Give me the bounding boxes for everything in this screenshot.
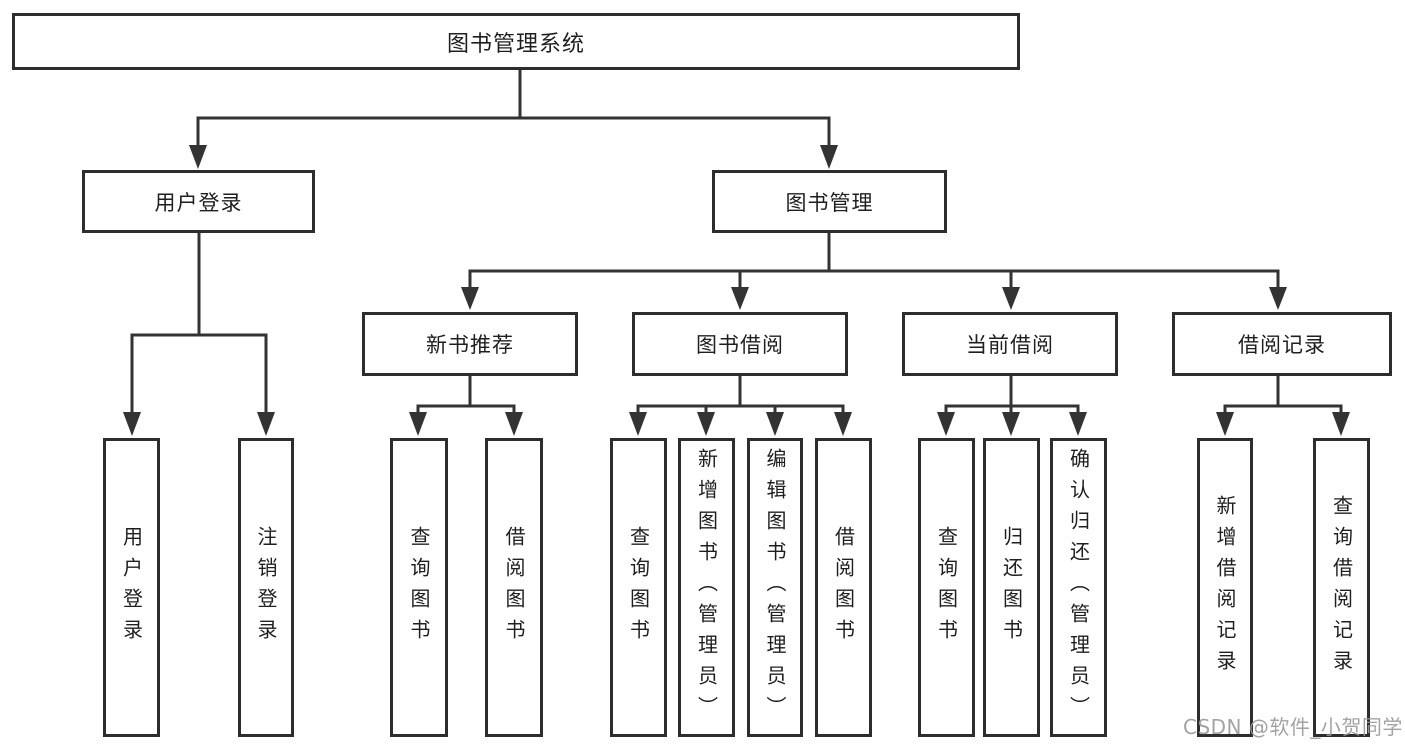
- node-user-login-branch: 用户登录: [82, 170, 315, 233]
- node-new-book-recommend: 新书推荐: [362, 312, 578, 376]
- node-book-borrowing: 图书借阅: [632, 312, 848, 376]
- node-label: 用户登录: [154, 190, 243, 215]
- node-label: 当前借阅: [966, 333, 1054, 357]
- node-label: 编辑图书（管理员）: [763, 448, 787, 727]
- node-label: 用户登录: [119, 525, 144, 650]
- leaf-add-borrow-record: 新增借阅记录: [1197, 438, 1253, 737]
- leaf-return-books: 归还图书: [983, 438, 1040, 737]
- node-label: 借阅图书: [502, 525, 526, 650]
- leaf-logout: 注销登录: [238, 438, 294, 737]
- node-label: 新增图书（管理员）: [694, 448, 719, 727]
- node-book-management-branch: 图书管理: [712, 170, 947, 233]
- leaf-edit-books-admin: 编辑图书（管理员）: [747, 438, 803, 737]
- node-label: 注销登录: [254, 525, 278, 650]
- leaf-borrow-books-recommend: 借阅图书: [485, 438, 543, 737]
- leaf-borrow-books-borrowing: 借阅图书: [815, 438, 872, 737]
- node-label: 查询图书: [626, 525, 651, 650]
- node-label: 新增借阅记录: [1213, 494, 1237, 681]
- leaf-confirm-return-admin: 确认归还（管理员）: [1050, 438, 1107, 737]
- leaf-query-books-borrowing: 查询图书: [610, 438, 667, 737]
- node-label: 借阅图书: [831, 525, 856, 650]
- node-label: 新书推荐: [426, 333, 514, 357]
- node-label: 确认归还（管理员）: [1066, 448, 1091, 727]
- leaf-add-books-admin: 新增图书（管理员）: [678, 438, 735, 737]
- node-library-management-system: 图书管理系统: [12, 13, 1020, 70]
- csdn-watermark: CSDN @软件_小贺同学: [1183, 715, 1403, 739]
- node-label: 图书管理: [785, 190, 874, 215]
- node-label: 借阅记录: [1238, 333, 1326, 357]
- leaf-query-books-recommend: 查询图书: [390, 438, 448, 737]
- node-borrowing-records: 借阅记录: [1172, 312, 1392, 376]
- node-current-borrowing: 当前借阅: [902, 312, 1118, 376]
- node-label: 查询图书: [934, 525, 959, 650]
- leaf-user-login: 用户登录: [103, 438, 160, 737]
- node-label: 查询借阅记录: [1329, 494, 1354, 681]
- leaf-query-borrow-record: 查询借阅记录: [1313, 438, 1370, 737]
- node-label: 归还图书: [999, 525, 1024, 650]
- node-label: 图书管理系统: [446, 31, 585, 57]
- leaf-query-books-current: 查询图书: [918, 438, 975, 737]
- node-label: 图书借阅: [696, 333, 784, 357]
- node-label: 查询图书: [407, 525, 431, 650]
